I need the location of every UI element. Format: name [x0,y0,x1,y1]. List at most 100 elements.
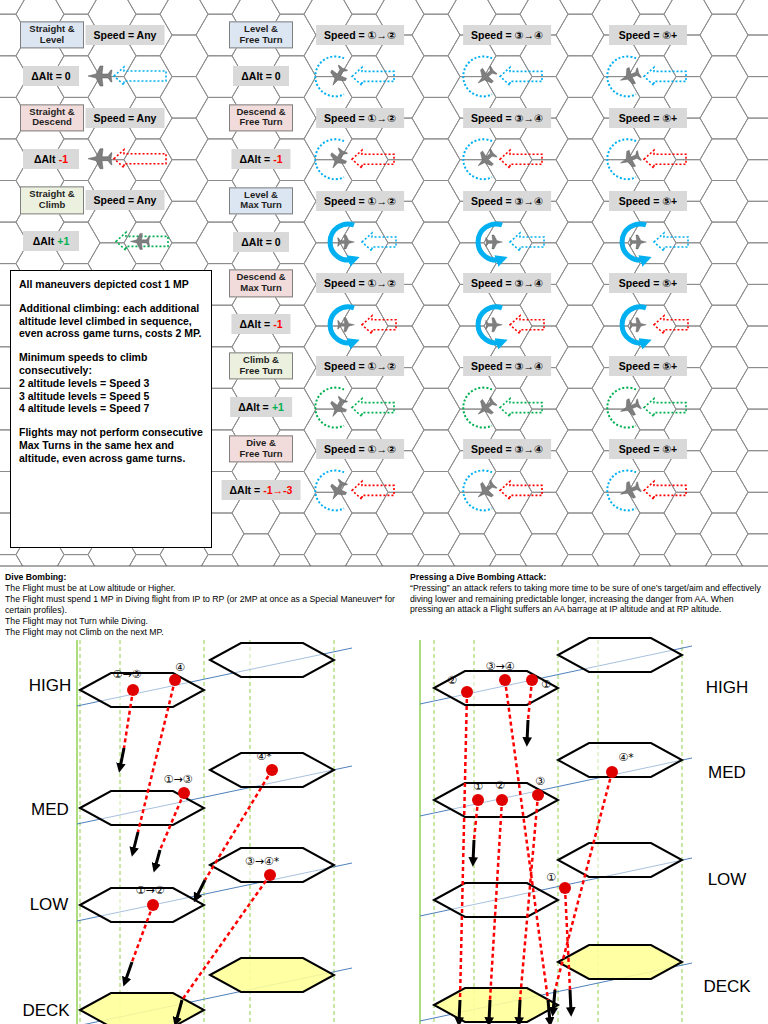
altitude-hex [434,988,558,1022]
altitude-label: HIGH [29,676,72,696]
hex-cell [556,0,604,14]
box-label: Speed = ①→② [324,195,396,207]
plane-icon [326,477,351,503]
hex-cell [412,14,460,56]
box-label: Speed = ①→② [324,277,396,289]
box-label: Descend & Free Turn [235,107,287,128]
hex-cell [304,492,352,534]
dive-path [555,772,612,990]
hex-cell [700,305,748,347]
plane-icon [617,147,642,170]
hex-cell [556,139,604,181]
hex-cell [412,222,460,264]
speed-box: Speed = ①→② [316,108,404,128]
box-label: ΔAlt = [230,484,261,496]
hex-cell [484,0,532,14]
rules-note: All maneuvers depicted cost 1 MPAddition… [10,270,212,548]
path-arrow [654,233,688,251]
hex-cell [160,77,208,119]
box-label: ΔAlt = [239,153,270,165]
maneuver-box: Climb & Free Turn [229,353,293,380]
ip-dot [266,764,278,776]
speed-callout: ④ [175,661,185,674]
box-label: Speed = ①→② [324,443,396,455]
altitude-change-box: ΔAlt = 0 [23,66,79,86]
hex-cell [700,347,748,389]
dive-path [182,875,270,1000]
hex-cell [124,0,172,14]
rule-text: “Pressing” an attack refers to taking mo… [410,583,762,615]
hex-cell [700,264,748,306]
box-label: Speed = ⑤+ [619,195,678,207]
path-arrow [644,481,686,499]
hex-cell [556,97,604,138]
release-arrow [548,1000,550,1022]
hex-cell [268,513,316,555]
speed-callout: ①→③ [164,773,193,786]
hex-cell [664,534,712,566]
speed-box: Speed = Any [86,25,165,45]
speed-box: Speed = ①→② [316,439,404,459]
hex-cell [700,222,748,264]
hex-cell [52,0,100,14]
hex-cell [412,347,460,389]
speed-box: Speed = ③→④ [463,356,551,376]
hex-cell [484,56,532,98]
box-label: Speed = ⑤+ [619,112,678,124]
box-label: -1 [59,153,68,165]
hex-cell [700,56,748,98]
max-turn-arc [478,307,502,343]
box-label: Speed = ③→④ [471,195,543,207]
altitude-label: DECK [22,1001,69,1021]
speed-callout: ③→④ [486,660,515,673]
rule-text: Dive Bombing: [5,572,403,583]
speed-box: Speed = ③→④ [463,439,551,459]
hex-cell [736,284,768,326]
hex-cell [700,472,748,514]
hex-cell [412,472,460,514]
plane-icon [88,66,112,86]
release-arrow [519,1000,520,1022]
box-label: Speed = ⑤+ [619,443,678,455]
guide-line [434,640,435,1024]
path-arrow [114,67,166,85]
rule-text: The Flight may not Turn while Diving. [5,616,403,627]
maneuver-box: Straight & Descend [20,104,84,131]
plane-icon [326,63,351,89]
path-arrow [362,316,396,334]
hex-cell [268,555,316,566]
speed-box: Speed = ⑤+ [609,273,687,293]
altitude-hex [80,673,204,707]
hex-cell [700,388,748,430]
note-text: 3 altitude levels = Speed 5 [19,390,203,403]
plane-icon [473,477,500,503]
box-label: ΔAlt [33,235,55,247]
release-arrow [553,990,555,1012]
altitude-hex [210,848,334,882]
hex-cell [196,555,244,566]
box-label: Speed = ①→② [324,29,396,41]
plane-icon [473,146,500,172]
speed-box: Speed = ③→④ [463,108,551,128]
speed-box: Speed = ①→② [316,273,404,293]
ip-dot [169,674,181,686]
speed-box: Speed = Any [86,190,165,210]
hex-cell [0,0,28,14]
box-label: ΔAlt [34,153,56,165]
max-turn-arc [330,224,354,260]
release-arrow [473,840,474,862]
altitude-label: HIGH [706,678,749,698]
hex-cell [556,347,604,389]
box-label: Level & Free Turn [235,24,287,45]
hex-cell [160,118,208,160]
ip-dot [127,684,139,696]
altitude-change-box: ΔAlt =-1 [231,149,290,169]
note-text: 2 altitude levels = Speed 3 [19,377,203,390]
box-label: -1 [273,153,282,165]
plane-icon [630,318,647,332]
guide-line [80,640,81,1024]
box-label: Speed = ①→② [324,112,396,124]
hex-cell [556,222,604,264]
path-arrow [116,232,168,250]
frame-line [419,640,421,1024]
